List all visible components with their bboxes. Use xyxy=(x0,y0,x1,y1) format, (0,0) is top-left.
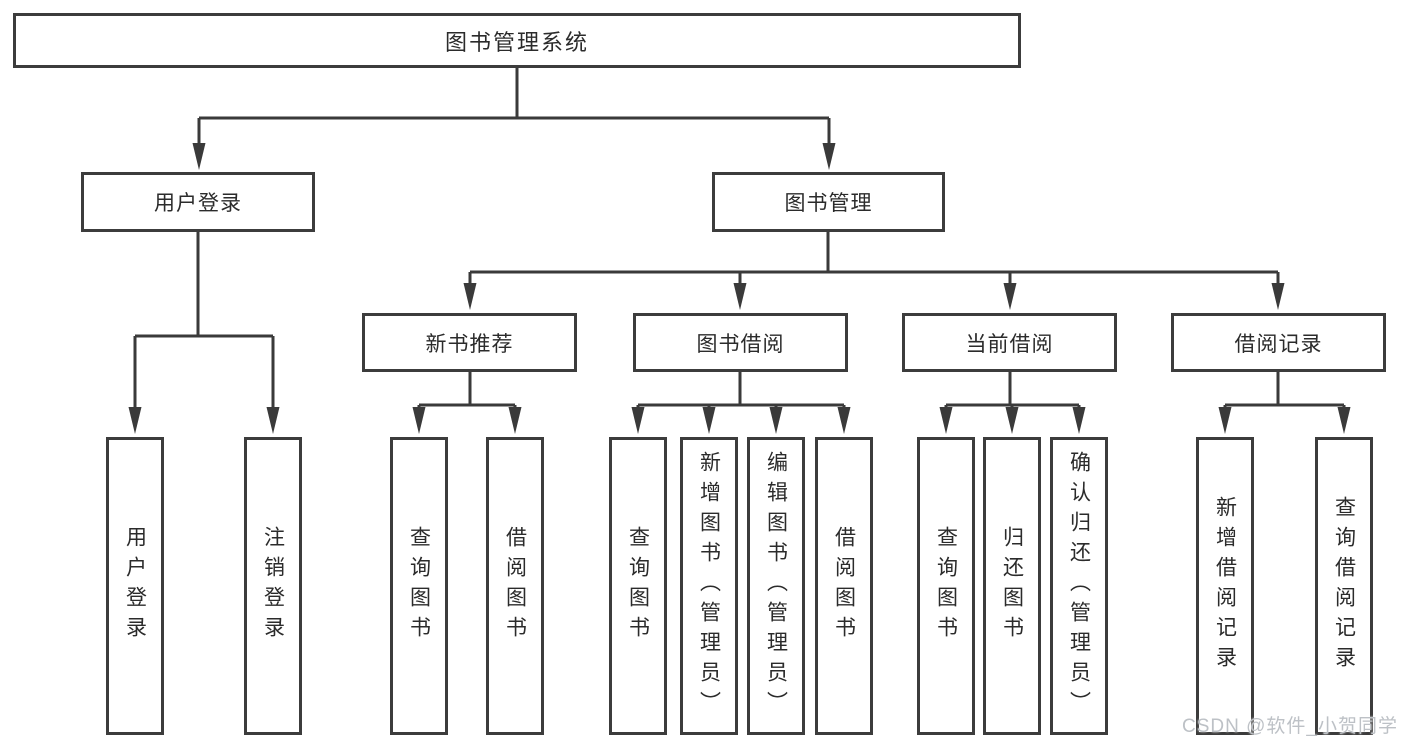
arrowhead-cb-confirm-return xyxy=(1072,407,1086,434)
leaf-box-logout: 注销登录 xyxy=(244,437,302,735)
leaf-box-cb-confirm-return-admin: 确认归还（管理员） xyxy=(1050,437,1108,735)
connector-root-to-level2 xyxy=(197,68,831,150)
leaf-box-br-add-borrow-record: 新增借阅记录 xyxy=(1196,437,1254,735)
root-box-library-management-system: 图书管理系统 xyxy=(13,13,1021,68)
leaf-box-bb-query-books: 查询图书 xyxy=(609,437,667,735)
arrowhead-leaf-logout xyxy=(266,407,280,434)
arrowhead-bb-add-books xyxy=(702,407,716,434)
arrowhead-user-login xyxy=(192,143,206,170)
leaf-box-user-login: 用户登录 xyxy=(106,437,164,735)
module-box-current-borrowing: 当前借阅 xyxy=(902,313,1117,372)
module-box-book-borrowing: 图书借阅 xyxy=(633,313,848,372)
arrowhead-bb-query-books xyxy=(631,407,645,434)
connector-borrowing-records-children xyxy=(1223,372,1346,415)
module-box-new-book-recommendation: 新书推荐 xyxy=(362,313,577,372)
connector-new-book-recommendation-children xyxy=(417,372,517,415)
arrowhead-nbr-borrow-books xyxy=(508,407,522,434)
leaf-box-nbr-query-books: 查询图书 xyxy=(390,437,448,735)
arrowhead-br-query-record xyxy=(1337,407,1351,434)
leaf-box-nbr-borrow-books: 借阅图书 xyxy=(486,437,544,735)
leaf-box-cb-return-books: 归还图书 xyxy=(983,437,1041,735)
branch-box-user-login: 用户登录 xyxy=(81,172,315,232)
arrowhead-new-book-recommendation xyxy=(463,283,477,310)
connector-book-borrowing-children xyxy=(636,372,846,415)
branch-box-book-management: 图书管理 xyxy=(712,172,945,232)
arrowhead-current-borrowing xyxy=(1003,283,1017,310)
arrowhead-book-management xyxy=(822,143,836,170)
module-box-borrowing-records: 借阅记录 xyxy=(1171,313,1386,372)
arrowhead-bb-borrow-books xyxy=(837,407,851,434)
arrowhead-nbr-query-books xyxy=(412,407,426,434)
leaf-box-bb-add-books-admin: 新增图书（管理员） xyxy=(680,437,738,735)
leaf-box-bb-edit-books-admin: 编辑图书（管理员） xyxy=(747,437,805,735)
csdn-watermark: CSDN @软件_小贺同学 xyxy=(1182,716,1398,737)
arrowhead-cb-query-books xyxy=(939,407,953,434)
leaf-box-br-query-borrow-record: 查询借阅记录 xyxy=(1315,437,1373,735)
arrowhead-br-add-record xyxy=(1218,407,1232,434)
arrowhead-book-borrowing xyxy=(733,283,747,310)
connector-user-login-children xyxy=(133,232,275,415)
arrowhead-cb-return-books xyxy=(1005,407,1019,434)
leaf-box-cb-query-books: 查询图书 xyxy=(917,437,975,735)
arrowhead-leaf-user-login xyxy=(128,407,142,434)
arrowhead-bb-edit-books xyxy=(769,407,783,434)
leaf-box-bb-borrow-books: 借阅图书 xyxy=(815,437,873,735)
arrowhead-borrowing-records xyxy=(1271,283,1285,310)
connector-book-management-children xyxy=(468,232,1280,290)
